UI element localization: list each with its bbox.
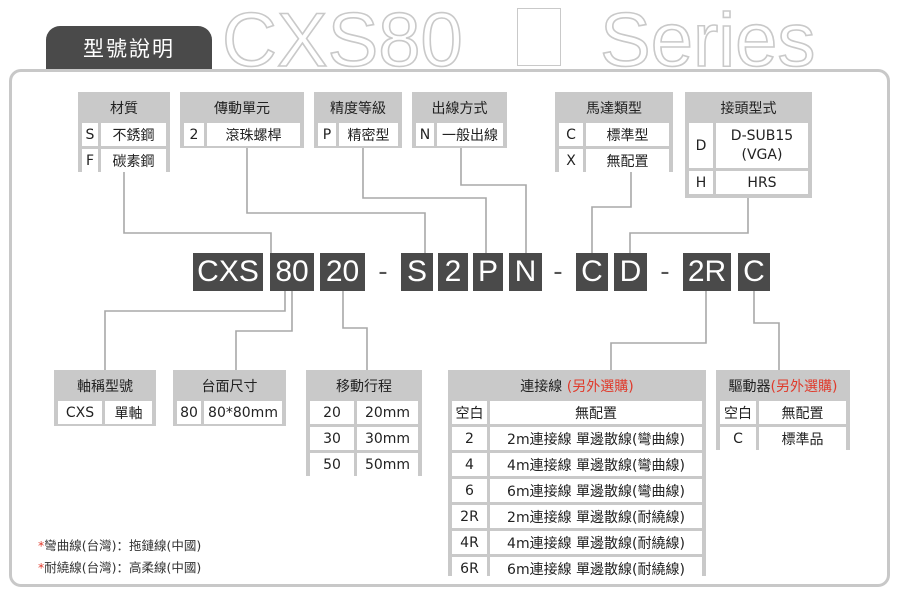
precision-code: P	[318, 123, 336, 146]
code-c: C	[576, 253, 608, 291]
footnote-text: 彎曲線(台灣)：拖鏈線(中國)	[44, 538, 202, 553]
cable-desc: 無配置	[490, 401, 702, 424]
footnote-text: 耐繞線(台灣)：高柔線(中國)	[44, 560, 202, 575]
table-size-name: 80*80mm	[204, 401, 282, 424]
precision-name: 精密型	[339, 123, 398, 146]
footnote-star: *	[38, 560, 45, 575]
material-code: F	[82, 149, 98, 172]
cable-code: 2	[452, 427, 487, 450]
material-code: S	[82, 123, 98, 146]
cable-code: 4R	[452, 531, 487, 554]
cable-code: 4	[452, 453, 487, 476]
cable-code: 2R	[452, 505, 487, 528]
material-name: 不銹鋼	[101, 123, 166, 146]
cable-code: 6	[452, 479, 487, 502]
series-title-prefix: CXS80	[221, 0, 463, 83]
driver-optional: (另外選購)	[770, 379, 838, 395]
cable-title-text: 連接線	[520, 379, 563, 395]
table-size-code: 80	[177, 401, 201, 424]
axis-title: 軸稱型號	[77, 379, 133, 395]
series-title-suffix: Series	[599, 0, 816, 83]
cable-desc: 6m連接線 單邊散線(彎曲線)	[490, 479, 702, 502]
connector-code: D	[689, 123, 713, 168]
code-2: 2	[438, 253, 468, 291]
axis-name: 單軸	[105, 401, 152, 424]
driver-code: 空白	[720, 401, 756, 424]
stroke-code: 50	[310, 453, 354, 476]
code-c-driver: C	[738, 253, 770, 291]
table-size-title: 台面尺寸	[201, 379, 258, 395]
code-cxs: CXS	[193, 253, 263, 291]
cable-out-code: N	[416, 123, 434, 146]
driver-name: 無配置	[759, 401, 846, 424]
material-name: 碳素鋼	[101, 149, 166, 172]
footnote: *耐繞線(台灣)：高柔線(中國)	[38, 557, 201, 576]
motor-code: C	[559, 123, 583, 146]
connector-name: D-SUB15 (VGA)	[716, 123, 808, 168]
axis-code: CXS	[58, 401, 102, 424]
code-80: 80	[270, 253, 314, 291]
driver-title-text: 驅動器	[728, 379, 771, 395]
motor-code: X	[559, 149, 583, 172]
drive-title: 傳動單元	[214, 101, 270, 117]
code-n: N	[509, 253, 542, 291]
series-title-placeholder-box	[517, 8, 561, 66]
cable-desc: 2m連接線 單邊散線(彎曲線)	[490, 427, 702, 450]
stroke-code: 30	[310, 427, 354, 450]
drive-name: 滾珠螺桿	[207, 123, 300, 146]
code-20: 20	[320, 253, 365, 291]
cable-code: 空白	[452, 401, 487, 424]
code-2r: 2R	[683, 253, 731, 291]
code-d: D	[614, 253, 647, 291]
driver-name: 標準品	[759, 427, 846, 450]
content-frame	[9, 69, 890, 587]
cable-optional: (另外選購)	[566, 379, 634, 395]
cable-desc: 2m連接線 單邊散線(耐繞線)	[490, 505, 702, 528]
cable-desc: 6m連接線 單邊散線(耐繞線)	[490, 557, 702, 580]
stroke-value: 20mm	[357, 401, 418, 424]
connector-code: H	[689, 171, 713, 194]
cable-out-name: 一般出線	[437, 123, 503, 146]
drive-code: 2	[184, 123, 204, 146]
cable-code: 6R	[452, 557, 487, 580]
connector-title: 接頭型式	[720, 101, 777, 117]
code-p: P	[473, 253, 503, 291]
code-dash: -	[660, 257, 670, 287]
stroke-title: 移動行程	[336, 379, 392, 395]
material-title: 材質	[110, 101, 138, 117]
footnote-star: *	[38, 538, 45, 553]
cable-desc: 4m連接線 單邊散線(彎曲線)	[490, 453, 702, 476]
stroke-value: 50mm	[357, 453, 418, 476]
precision-title: 精度等級	[330, 101, 386, 117]
header-tab: 型號說明	[46, 26, 212, 70]
stroke-value: 30mm	[357, 427, 418, 450]
driver-code: C	[720, 427, 756, 450]
footnote: *彎曲線(台灣)：拖鏈線(中國)	[38, 535, 201, 554]
stroke-code: 20	[310, 401, 354, 424]
code-dash: -	[378, 257, 388, 287]
driver-title: 驅動器(另外選購)	[720, 374, 846, 398]
code-dash: -	[553, 257, 563, 287]
cable-out-title: 出線方式	[431, 101, 488, 117]
code-s: S	[401, 253, 433, 291]
motor-name: 無配置	[586, 149, 669, 172]
motor-title: 馬達類型	[586, 101, 642, 117]
cable-desc: 4m連接線 單邊散線(耐繞線)	[490, 531, 702, 554]
motor-name: 標準型	[586, 123, 669, 146]
connector-name: HRS	[716, 171, 808, 194]
cable-title: 連接線 (另外選購)	[452, 374, 702, 398]
